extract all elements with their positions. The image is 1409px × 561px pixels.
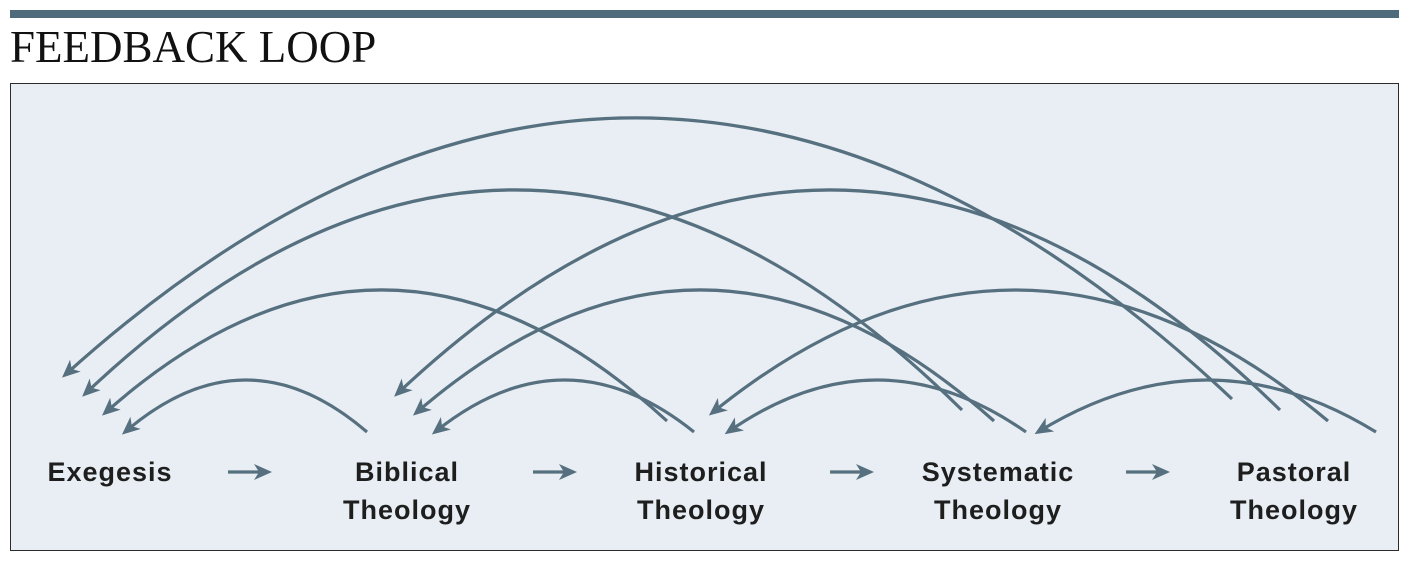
stage-label-exegesis: Exegesis [47, 457, 172, 487]
stage-label-pastoral-line-2: Theology [1230, 495, 1358, 525]
arc-biblical-to-exegesis [121, 378, 369, 435]
stage-label-historical-line-1: Historical [634, 457, 767, 487]
stage-label-historical-line-2: Theology [637, 495, 765, 525]
stage-label-systematic-line-1: Systematic [922, 457, 1075, 487]
arc-historical-to-exegesis [102, 288, 669, 423]
top-rule [10, 10, 1399, 18]
stage-label-biblical-line-1: Biblical [355, 457, 459, 487]
feedback-arcs [62, 116, 1377, 435]
stage-label-exegesis-line-1: Exegesis [47, 457, 172, 487]
arc-systematic-to-historical [724, 378, 1027, 435]
arc-pastoral-to-historical [708, 288, 1330, 423]
arc-pastoral-to-biblical [394, 188, 1282, 412]
stage-label-pastoral-line-1: Pastoral [1237, 457, 1352, 487]
arc-historical-to-biblical [431, 378, 696, 435]
arc-pastoral-to-systematic [1034, 378, 1377, 435]
page-title: FEEDBACK LOOP [10, 22, 377, 72]
stage-label-biblical-line-2: Theology [343, 495, 471, 525]
stage-label-systematic-line-2: Theology [934, 495, 1062, 525]
arc-systematic-to-exegesis [82, 188, 964, 412]
arc-pastoral-to-exegesis [62, 116, 1234, 401]
arc-systematic-to-biblical [412, 288, 996, 423]
